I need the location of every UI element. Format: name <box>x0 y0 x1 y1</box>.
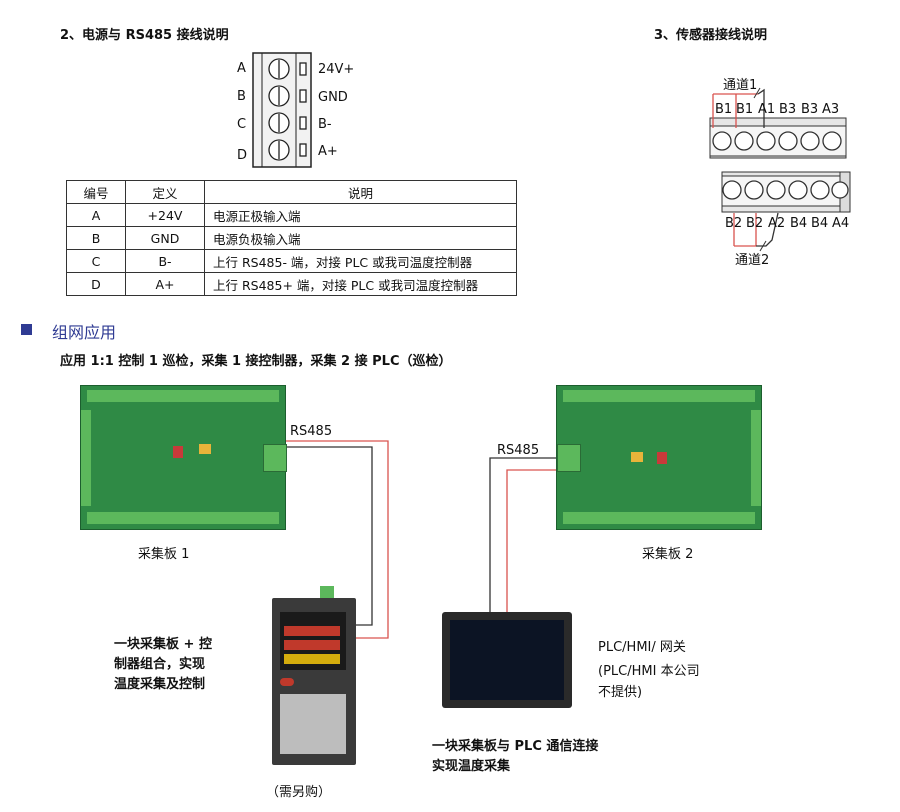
bottom-pin-b2b: B2 <box>746 216 764 231</box>
board1-label: 采集板 1 <box>138 547 190 562</box>
table-row: D A+ 上行 RS485+ 端，对接 PLC 或我司温度控制器 <box>66 272 517 296</box>
channel2-label: 通道2 <box>735 253 770 268</box>
bottom-pin-a4: A4 <box>832 216 850 231</box>
col-header-desc: 说明 <box>204 180 517 204</box>
cell-desc: 上行 RS485+ 端，对接 PLC 或我司温度控制器 <box>204 272 517 296</box>
plc-note-line1: (PLC/HMI 本公司 <box>598 664 700 679</box>
ethernet-port-block <box>280 694 346 754</box>
yellow-led-display <box>284 654 340 664</box>
component-chip <box>199 444 211 454</box>
top-pin-b1b: B1 <box>736 102 754 117</box>
terminal-strip-top <box>563 390 755 402</box>
bottom-pin-a2: A2 <box>768 216 786 231</box>
terminal-strip-top <box>87 390 279 402</box>
pin-label-gnd: GND <box>318 90 348 105</box>
top-pin-b3b: B3 <box>801 102 819 117</box>
table-row: B GND 电源负极输入端 <box>66 226 517 250</box>
terminal-strip-right <box>751 410 761 506</box>
pin-letter-b: B <box>237 89 246 104</box>
plc-note-line2: 不提供) <box>598 685 643 700</box>
pin-label-24v: 24V+ <box>318 62 355 77</box>
sensor-terminal-graphic <box>709 87 851 252</box>
controller-desc-line3: 温度采集及控制 <box>114 677 206 692</box>
sensor-heading: 3、传感器接线说明 <box>654 28 768 43</box>
cell-def: GND <box>125 226 205 250</box>
sensor-wiring-diagram <box>700 68 860 268</box>
cell-def: +24V <box>125 203 205 227</box>
acquisition-board-2 <box>556 385 762 530</box>
temperature-controller <box>272 586 356 765</box>
top-pin-b1: B1 <box>715 102 733 117</box>
hmi-panel <box>442 612 572 708</box>
cell-id: B <box>66 226 126 250</box>
network-title: 组网应用 <box>52 323 117 342</box>
rs485-left-label: RS485 <box>290 424 333 439</box>
controller-power-terminal <box>320 586 334 598</box>
table-header-row: 编号 定义 说明 <box>66 180 517 204</box>
red-led-display <box>284 640 340 650</box>
pin-spec-table: 编号 定义 说明 A +24V 电源正极输入端 B GND 电源负极输入端 C … <box>66 180 517 296</box>
acquisition-board-1 <box>80 385 287 530</box>
component-chip <box>631 452 643 462</box>
controller-desc-line2: 制器组合，实现 <box>114 657 206 672</box>
plc-desc-line2: 实现温度采集 <box>432 759 511 774</box>
network-subtitle: 应用 1:1 控制 1 巡检，采集 1 接控制器，采集 2 接 PLC（巡检） <box>60 354 452 369</box>
rs485-terminal <box>557 444 581 472</box>
rs485-right-label: RS485 <box>497 443 540 458</box>
cell-desc: 电源负极输入端 <box>204 226 517 250</box>
red-led-display <box>284 626 340 636</box>
terminal-block-graphic <box>252 52 312 168</box>
dip-switch <box>173 446 183 458</box>
pin-letter-d: D <box>237 148 248 163</box>
cell-id: D <box>66 272 126 296</box>
hmi-screen <box>450 620 564 700</box>
controller-desc-line1: 一块采集板 + 控 <box>114 637 212 652</box>
terminal-strip-left <box>81 410 91 506</box>
controller-note: （需另购） <box>266 785 332 800</box>
table-row: C B- 上行 RS485- 端，对接 PLC 或我司温度控制器 <box>66 249 517 273</box>
terminal-strip-bottom <box>87 512 279 524</box>
dip-switch <box>657 452 667 464</box>
controller-display-panel <box>280 612 346 670</box>
cell-def: A+ <box>125 272 205 296</box>
power-heading: 2、电源与 RS485 接线说明 <box>60 28 229 43</box>
col-header-def: 定义 <box>125 180 205 204</box>
bottom-pin-b2: B2 <box>725 216 743 231</box>
control-button <box>280 678 294 686</box>
rs485-terminal <box>263 444 287 472</box>
plc-title: PLC/HMI/ 网关 <box>598 640 686 655</box>
pin-label-b-minus: B- <box>318 117 332 132</box>
bottom-pin-b4: B4 <box>790 216 808 231</box>
cell-desc: 上行 RS485- 端，对接 PLC 或我司温度控制器 <box>204 249 517 273</box>
channel1-label: 通道1 <box>723 78 758 93</box>
power-terminal-block <box>252 52 312 168</box>
top-pin-b3: B3 <box>779 102 797 117</box>
plc-desc-line1: 一块采集板与 PLC 通信连接 <box>432 739 599 754</box>
bottom-pin-b4b: B4 <box>811 216 829 231</box>
terminal-strip-bottom <box>563 512 755 524</box>
board2-label: 采集板 2 <box>642 547 694 562</box>
pin-letter-a: A <box>237 61 246 76</box>
pin-letter-c: C <box>237 117 247 132</box>
top-pin-a1: A1 <box>758 102 776 117</box>
top-pin-a3: A3 <box>822 102 840 117</box>
section-marker <box>21 324 32 335</box>
pin-label-a-plus: A+ <box>318 144 338 159</box>
